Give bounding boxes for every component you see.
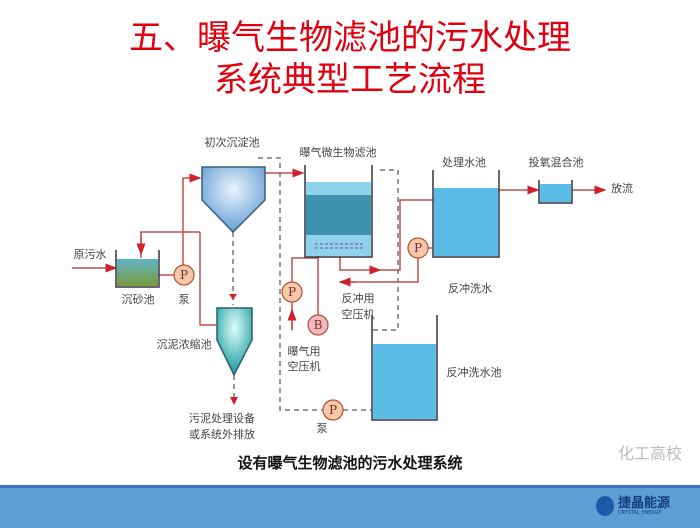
slide-title-line1: 五、曝气生物滤池的污水处理: [129, 18, 571, 58]
label-primary-clarifier: 初次沉淀池: [205, 135, 260, 149]
oxygen-mixing-tank: [540, 184, 571, 202]
svg-text:空压机: 空压机: [342, 307, 375, 321]
label-mix-tank: 投氧混合池: [529, 155, 584, 169]
label-discharge: 放流: [611, 181, 633, 195]
pump-icon: [322, 399, 344, 421]
svg-text:P: P: [329, 403, 337, 417]
svg-text:P: P: [288, 285, 296, 299]
svg-text:B: B: [314, 318, 323, 332]
label-pump: 泵: [179, 293, 190, 306]
process-flow-diagram: P P P P B 初次沉淀池 曝气微生物滤池 处理水池 投氧混合池 放流 原污…: [72, 135, 682, 472]
svg-text:或系统外排放: 或系统外排放: [189, 427, 255, 441]
label-sludge-thickener: 沉泥浓缩池: [157, 338, 212, 351]
company-logo: 捷晶能源 CRYSTAL ENERGY: [595, 496, 670, 516]
diagram-caption: 设有曝气生物滤池的污水处理系统: [237, 454, 462, 472]
svg-text:曝气用: 曝气用: [288, 344, 321, 358]
svg-text:P: P: [180, 268, 188, 282]
svg-text:P: P: [414, 241, 422, 255]
label-baf: 曝气微生物滤池: [300, 145, 377, 159]
label-backwash-water: 反冲洗水: [448, 281, 492, 295]
sludge-thickener: [216, 307, 253, 377]
label-raw-sewage: 原污水: [74, 248, 107, 261]
treated-water-tank: [434, 188, 498, 256]
primary-clarifier: [201, 166, 266, 234]
slide-title-line2: 系统典型工艺流程: [214, 60, 486, 100]
label-backwash-tank: 反冲洗水池: [447, 365, 502, 379]
svg-text:污泥处理设备: 污泥处理设备: [189, 411, 255, 425]
svg-text:空压机: 空压机: [288, 359, 321, 373]
svg-text:泵: 泵: [317, 422, 328, 435]
backwash-water-tank: [373, 344, 436, 419]
pump-icon: [281, 281, 303, 303]
watermark: 化工高校: [618, 444, 682, 463]
pump-icon: [407, 237, 429, 259]
pump-icon: [173, 264, 195, 286]
logo-icon: [595, 496, 614, 516]
svg-text:反冲用: 反冲用: [342, 291, 375, 305]
label-treated-tank: 处理水池: [442, 156, 486, 169]
footer-bar: 捷晶能源 CRYSTAL ENERGY: [0, 485, 700, 528]
grit-tank: [117, 259, 158, 286]
label-grit-tank: 沉砂池: [122, 293, 155, 306]
blower-icon: [307, 314, 329, 336]
